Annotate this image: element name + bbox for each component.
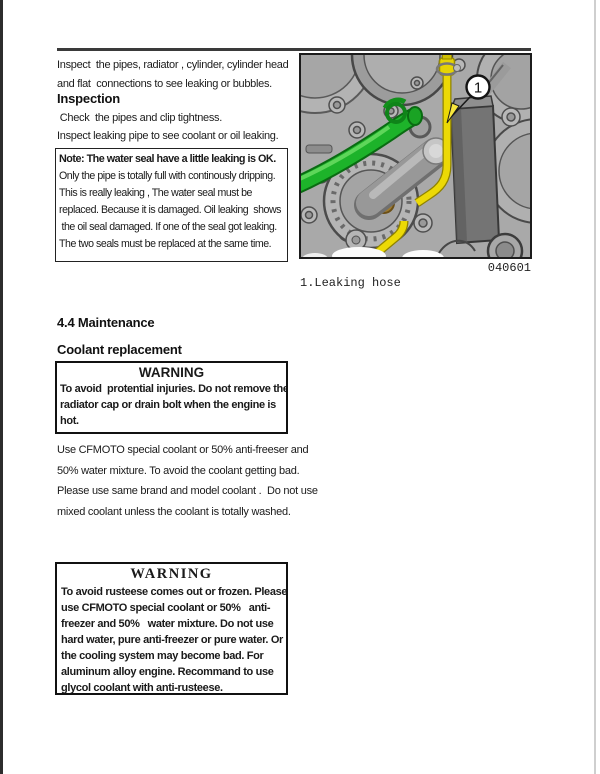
- warning-line: aluminum alloy engine. Recommand to use: [61, 666, 274, 678]
- figure-code: 040601: [487, 261, 531, 275]
- warning-title: WARNING: [130, 566, 213, 582]
- warning-line: the cooling system may become bad. For: [61, 650, 264, 662]
- note-line: the oil seal damaged. If one of the seal…: [59, 220, 277, 233]
- warning-line: hot.: [60, 415, 79, 427]
- leaking-hose-yellow: [375, 52, 461, 256]
- note-line: replaced. Because it is damaged. Oil lea…: [59, 203, 282, 216]
- section-heading-maintenance: 4.4 Maintenance: [57, 315, 155, 330]
- warning-box-radiator: WARNING To avoid protential injuries. Do…: [55, 361, 288, 434]
- warning-line: To avoid protential injuries. Do not rem…: [60, 383, 288, 395]
- leak-line: Inspect leaking pipe to see coolant or o…: [57, 130, 279, 142]
- callout-circle: [465, 74, 491, 100]
- note-line: The two seals must be replaced at the sa…: [59, 237, 272, 250]
- warning-title: WARNING: [138, 365, 205, 380]
- figure-border: [299, 53, 532, 259]
- engine-figure: 1: [254, 0, 590, 270]
- engine-figure-svg: 1: [254, 0, 590, 270]
- warning-line: radiator cap or drain bolt when the engi…: [60, 399, 276, 411]
- pump-outlet-stub: [354, 137, 450, 220]
- callout-1: 1: [446, 74, 491, 124]
- callout-arrowhead: [446, 102, 460, 124]
- paragraph-line: Inspect the pipes, radiator , cylinder, …: [57, 59, 289, 71]
- paragraph-line: Please use same brand and model coolant …: [57, 485, 318, 497]
- warning-line: freezer and 50% water mixture. Do not us…: [61, 618, 274, 630]
- warning-line: hard water, pure anti-freezer or pure wa…: [61, 634, 283, 646]
- warning-line: use CFMOTO special coolant or 50% anti-: [61, 602, 271, 614]
- check-line: Check the pipes and clip tightness.: [57, 112, 223, 124]
- figure-caption: 1.Leaking hose: [300, 276, 401, 290]
- warning-line: To avoid rusteese comes out or frozen. P…: [61, 586, 288, 598]
- callout-number: 1: [474, 80, 482, 97]
- page-right-border: [594, 0, 596, 774]
- coolant-paragraph: Use CFMOTO special coolant or 50% anti-f…: [57, 440, 318, 522]
- warning-line: glycol coolant with anti-rusteese.: [61, 682, 223, 694]
- note-line: This is really leaking , The water seal …: [59, 186, 252, 199]
- warning-box-coolant: WARNING To avoid rusteese comes out or f…: [55, 562, 288, 695]
- page-left-border: [0, 0, 3, 774]
- paragraph-line: mixed coolant unless the coolant is tota…: [57, 505, 291, 518]
- paragraph-line: 50% water mixture. To avoid the coolant …: [57, 464, 300, 477]
- subsection-heading-coolant: Coolant replacement: [57, 342, 182, 357]
- inspection-heading: Inspection: [57, 91, 121, 106]
- coolant-hose-green: [284, 97, 423, 196]
- note-title: Note: The water seal have a little leaki…: [59, 153, 276, 165]
- paragraph-line: and flat connections to see leaking or b…: [57, 77, 272, 90]
- note-line: Only the pipe is totally full with conti…: [59, 170, 276, 182]
- intro-paragraph: Inspect the pipes, radiator , cylinder, …: [57, 56, 289, 93]
- paragraph-line: Use CFMOTO special coolant or 50% anti-f…: [57, 444, 309, 456]
- header-rule: [57, 48, 531, 51]
- note-box: Note: The water seal have a little leaki…: [55, 148, 288, 262]
